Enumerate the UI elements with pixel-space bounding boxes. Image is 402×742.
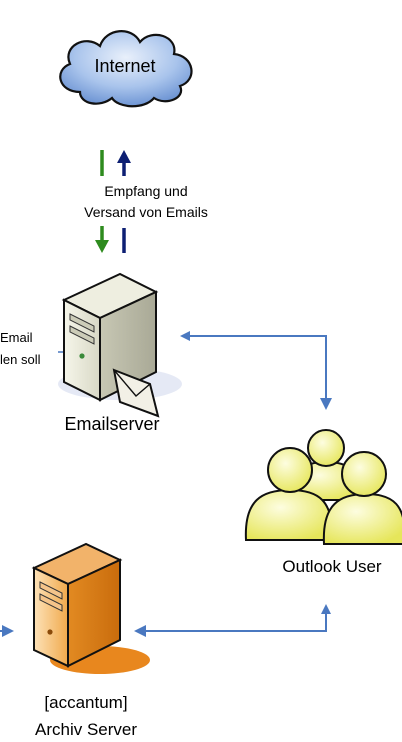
emailserver-label: Emailserver xyxy=(64,414,159,434)
internet-cloud-icon xyxy=(59,30,193,108)
internet-label: Internet xyxy=(94,56,155,76)
connector-arrowhead-down xyxy=(320,398,332,410)
archive-label-line1: [accantum] xyxy=(44,693,127,712)
receive-arrowhead xyxy=(95,240,109,253)
transfer-label-line1: Empfang und xyxy=(104,183,187,199)
connector-arrowhead-left xyxy=(134,625,146,637)
left-archive-arrowhead xyxy=(2,625,14,637)
archive-label-line2: Archiv Server xyxy=(35,720,137,739)
outlook-user-label: Outlook User xyxy=(282,557,382,576)
send-arrowhead xyxy=(117,150,131,163)
server-users-connector xyxy=(180,331,327,408)
receive-send-arrows xyxy=(95,150,131,253)
left-note-line1: Email xyxy=(0,330,33,345)
email-server-icon xyxy=(58,272,182,418)
outlook-users-icon xyxy=(244,429,402,545)
transfer-label-line2: Versand von Emails xyxy=(84,204,208,220)
archive-server-icon xyxy=(31,542,150,674)
archive-users-connector xyxy=(136,604,331,632)
left-note-line2: len soll xyxy=(0,352,41,367)
